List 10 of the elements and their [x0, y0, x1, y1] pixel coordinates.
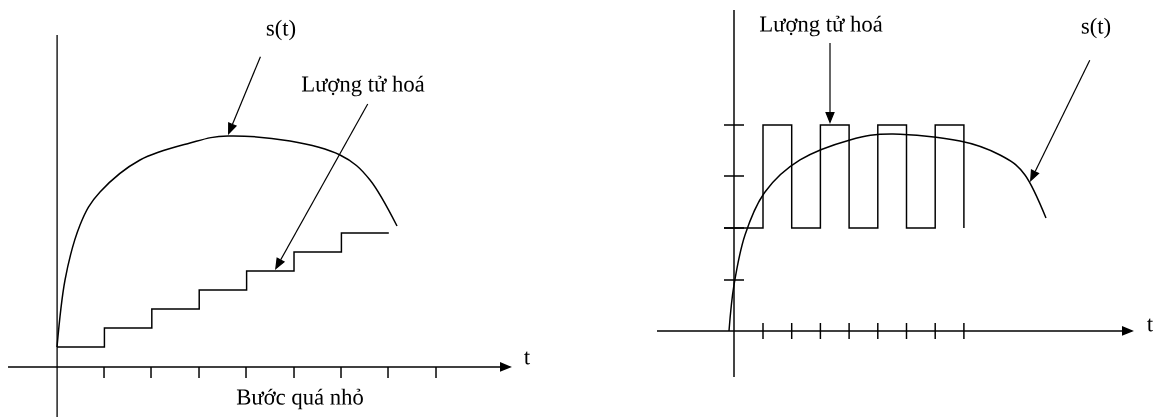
axis-label: t: [1147, 318, 1153, 332]
leader-arrow: [1030, 59, 1091, 182]
callout-label: s(t): [1081, 17, 1111, 39]
callout-label: Lượng tử hoá: [301, 75, 425, 97]
callout-label: s(t): [266, 19, 296, 41]
axis-label: Bước quá nhỏ: [236, 388, 363, 410]
callout-label: Lượng tử hoá: [760, 15, 883, 37]
leader-arrow: [228, 56, 262, 135]
leader-arrow: [275, 103, 369, 270]
axis-label: t: [524, 351, 531, 365]
